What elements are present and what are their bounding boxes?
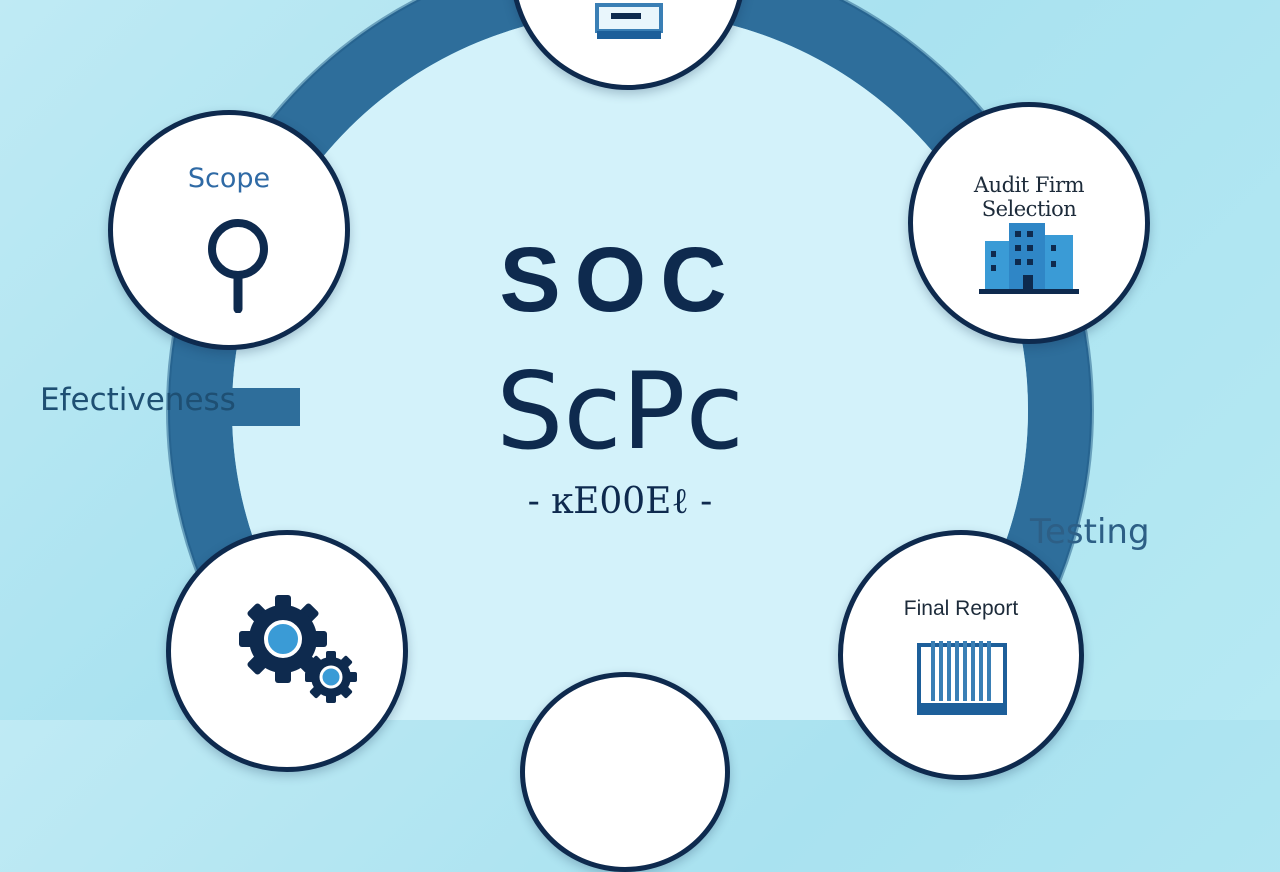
audit-firm-label-line-1: Audit Firm [973,173,1085,197]
node-audit-firm: Audit Firm Selection [908,102,1150,344]
diagram-stage: SOC ScPc - ĸE00Eℓ - Efectiveness Testing… [40,0,1150,872]
monitor-icon [595,3,663,39]
node-scope: Scope [108,110,350,350]
cycle-ring [166,0,1094,720]
subtitle: - ĸE00Eℓ - [527,481,713,522]
side-label-effectiveness: Efectiveness [40,382,236,418]
node-final-report: Final Report [838,530,1084,780]
scope-label: Scope [187,163,271,194]
effectiveness-bar [228,388,300,426]
side-label-testing: Testing [1030,512,1150,552]
title-line-2: ScPc [496,350,744,473]
gears-icon [239,595,357,703]
magnifier-icon [208,219,268,313]
node-bottom [520,672,730,872]
audit-firm-label-line-2: Selection [981,197,1077,221]
building-icon [979,223,1079,294]
document-icon [917,641,1007,715]
final-report-label: Final Report [903,597,1019,620]
title-line-1: SOC [499,229,741,331]
audit-firm-label: Audit Firm Selection [913,173,1145,221]
node-process [166,530,408,772]
